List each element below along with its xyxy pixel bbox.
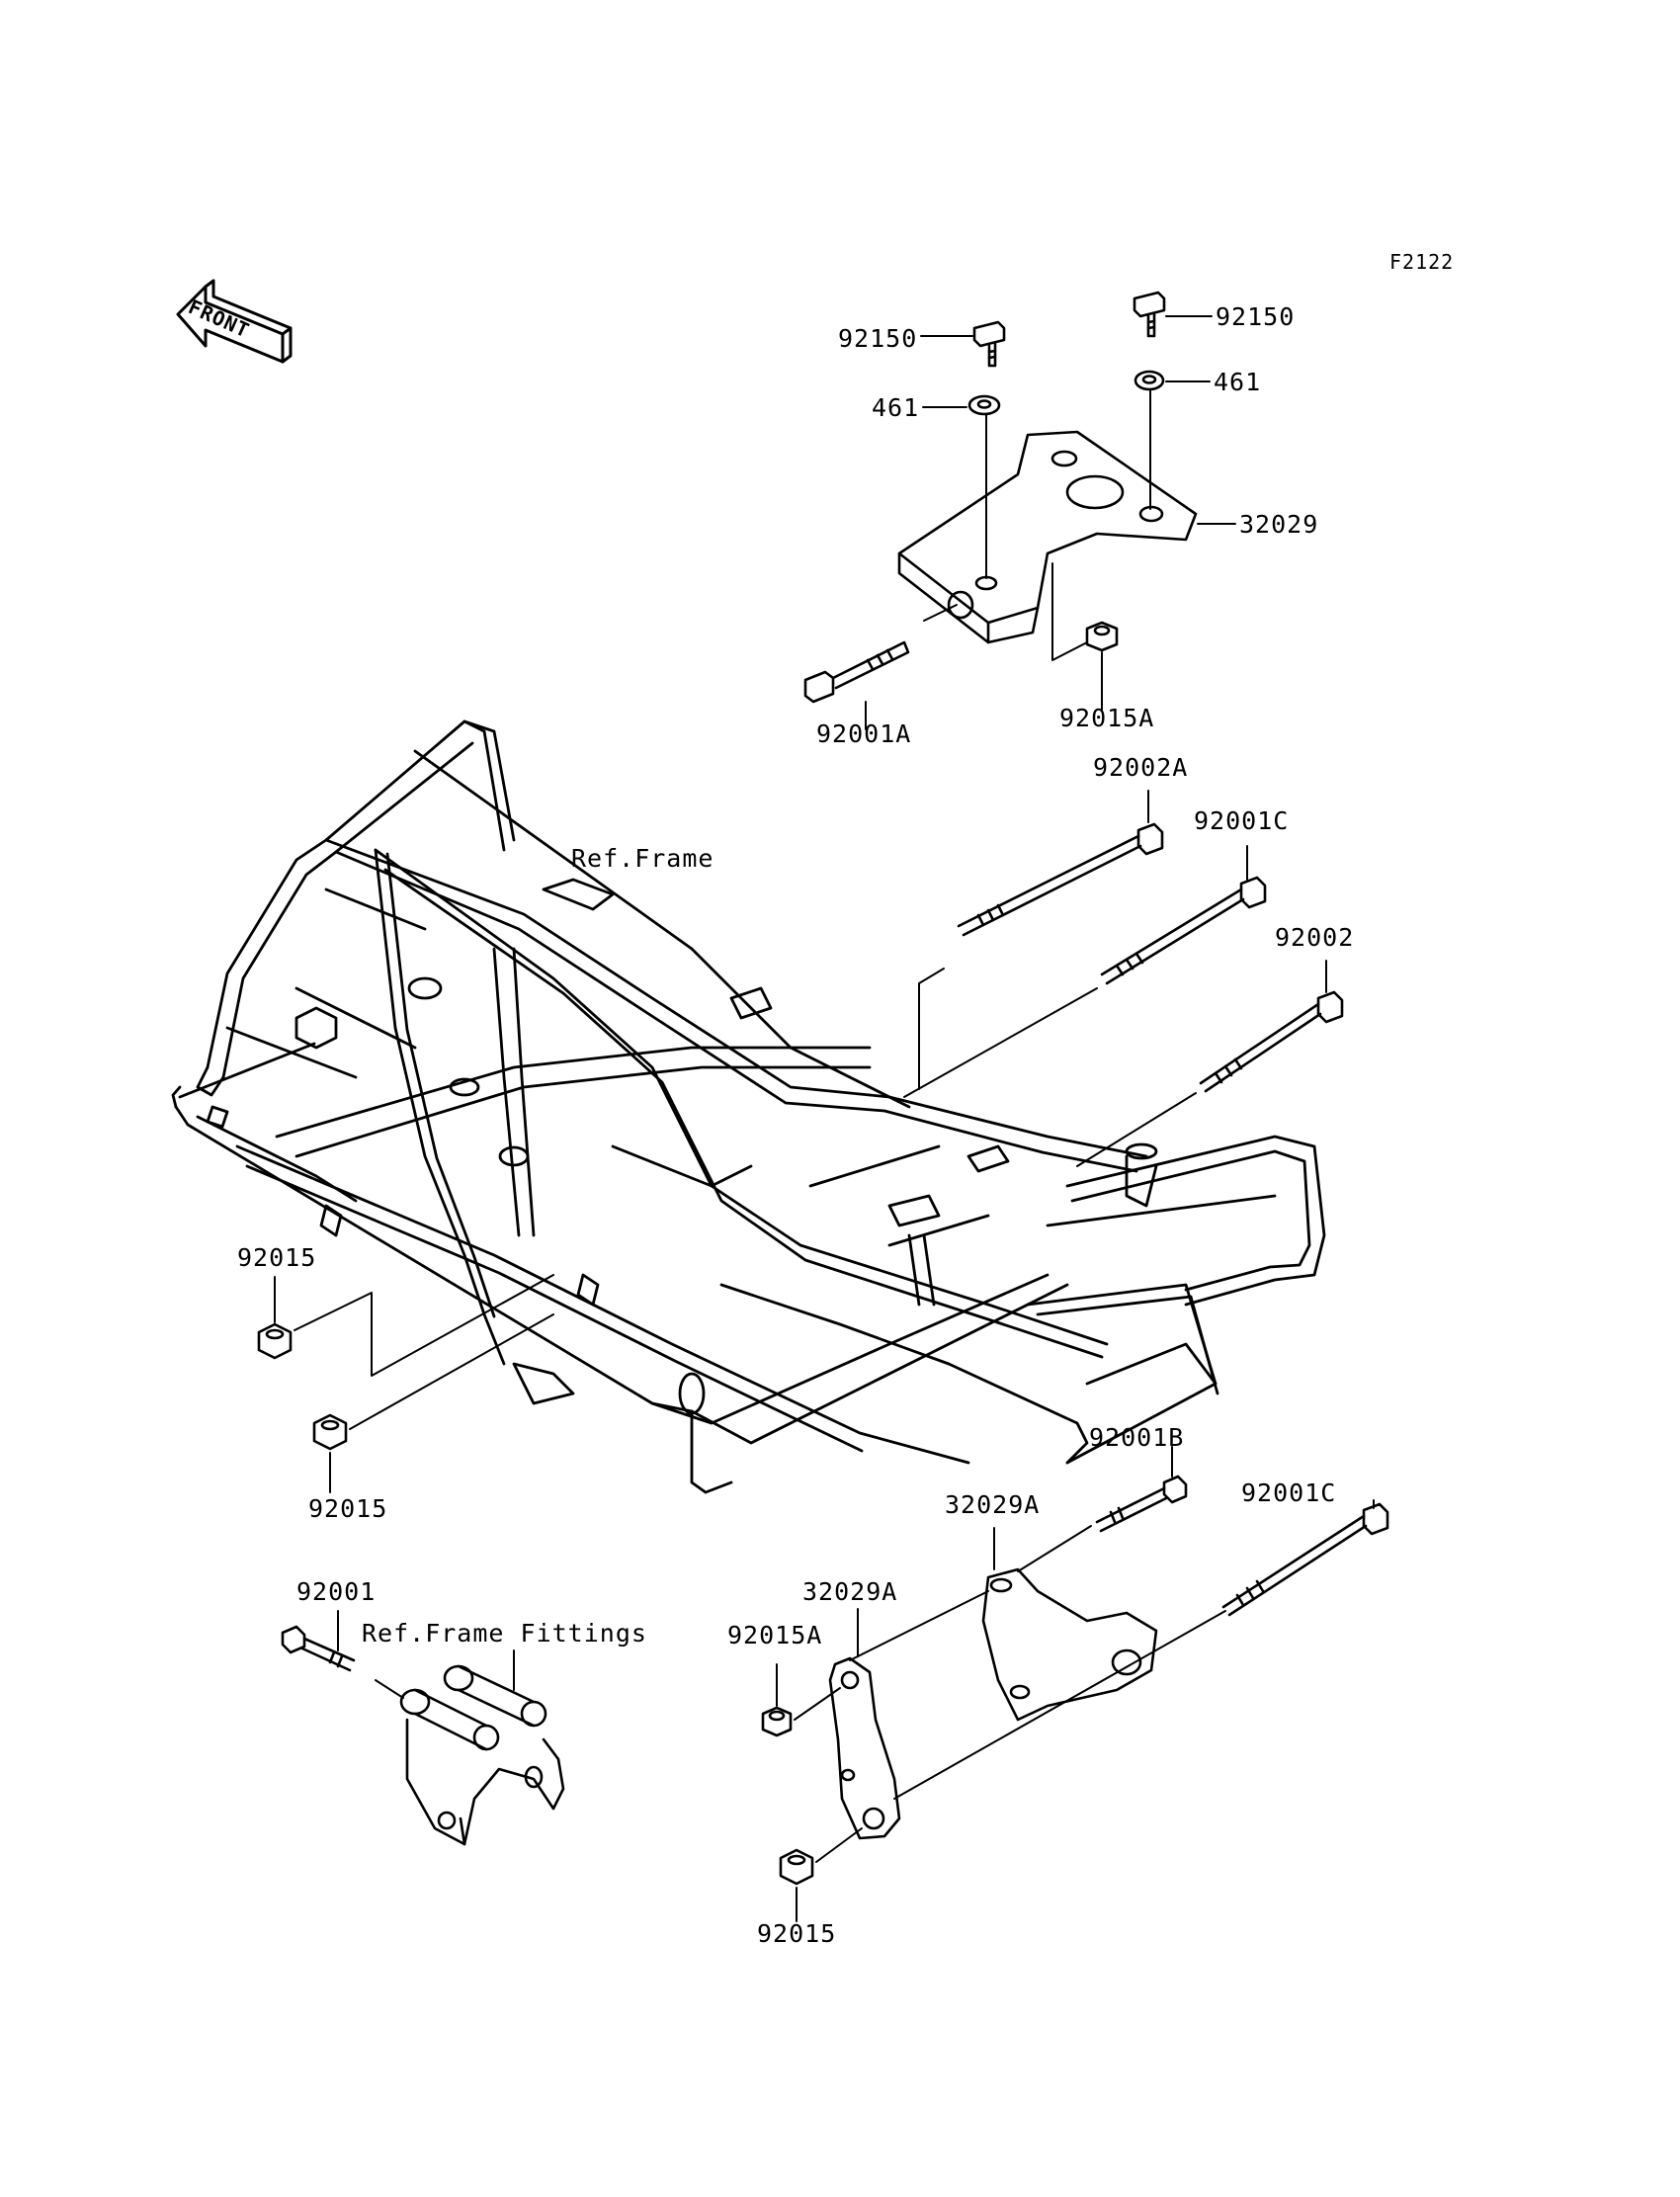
bolt-92002-icon (1199, 990, 1344, 1093)
front-arrow-icon (176, 279, 293, 364)
part-label-461-left[interactable]: 461 (872, 393, 920, 422)
ref-frame-fittings-label: Ref.Frame Fittings (362, 1619, 647, 1648)
part-label-92015A-bottom[interactable]: 92015A (727, 1621, 823, 1649)
part-label-32029[interactable]: 32029 (1239, 510, 1319, 539)
part-label-92002[interactable]: 92002 (1275, 923, 1355, 952)
part-label-92001C-top[interactable]: 92001C (1194, 806, 1290, 835)
frame-icon (171, 719, 1326, 1494)
leader-lines-top (865, 315, 1236, 730)
figure-code: F2122 (1389, 250, 1455, 274)
bolt-92001C-bottom-icon (1221, 1502, 1389, 1617)
frame-fittings-icon (399, 1664, 565, 1846)
leader-lines-bottom-right (776, 1446, 1375, 1922)
leader-lines-bolts (903, 790, 1327, 1167)
part-label-92015-lower[interactable]: 92015 (308, 1494, 388, 1523)
nut-92015-upper-icon (257, 1322, 293, 1360)
part-label-92002A[interactable]: 92002A (1093, 753, 1189, 782)
leader-lines-bottom-left (337, 1610, 515, 1699)
part-label-461-right[interactable]: 461 (1214, 368, 1262, 396)
bolt-92150-left-icon (972, 320, 1006, 368)
washer-461-right-icon (1134, 370, 1165, 391)
bolt-92001A-icon (803, 640, 910, 704)
nut-92015-lower-icon (312, 1413, 348, 1451)
bolt-92001C-top-icon (1100, 876, 1267, 985)
washer-461-left-icon (967, 394, 1001, 416)
part-label-32029A-right[interactable]: 32029A (945, 1490, 1041, 1519)
bolt-92002A-icon (957, 822, 1164, 937)
nut-92015-bottom-icon (779, 1848, 814, 1886)
bolt-92001-icon (281, 1625, 356, 1672)
part-label-92150-right[interactable]: 92150 (1216, 302, 1296, 331)
bolt-92150-right-icon (1133, 291, 1166, 338)
part-label-92001[interactable]: 92001 (296, 1577, 377, 1606)
part-label-32029A-left[interactable]: 32029A (802, 1577, 898, 1606)
nut-92015A-bottom-icon (761, 1706, 793, 1737)
part-label-92015-bottom[interactable]: 92015 (757, 1919, 837, 1948)
part-label-92001A[interactable]: 92001A (816, 719, 912, 748)
part-label-92015-upper[interactable]: 92015 (237, 1243, 317, 1272)
nut-92015A-top-icon (1085, 621, 1119, 652)
part-label-92001B[interactable]: 92001B (1089, 1423, 1185, 1452)
ref-frame-label: Ref.Frame (571, 844, 714, 873)
bracket-32029A-right-icon (981, 1567, 1158, 1722)
bracket-32029A-left-icon (828, 1656, 901, 1840)
part-label-92015A-top[interactable]: 92015A (1059, 704, 1155, 732)
bolt-92001B-icon (1095, 1475, 1188, 1533)
leader-lines-left (274, 1274, 554, 1493)
part-label-92001C-bottom[interactable]: 92001C (1241, 1479, 1337, 1507)
part-label-92150-left[interactable]: 92150 (838, 324, 918, 353)
